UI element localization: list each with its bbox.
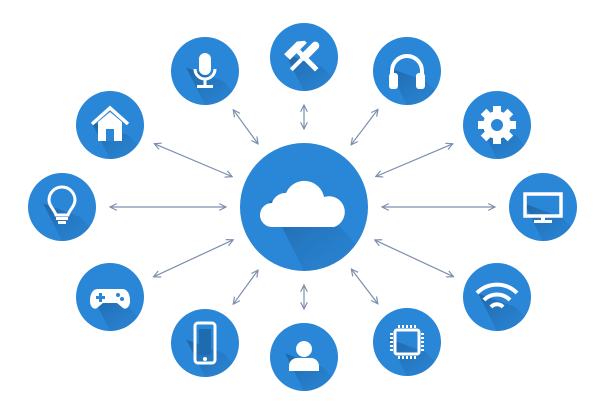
headphones-icon bbox=[389, 54, 425, 89]
microphone-node bbox=[171, 37, 239, 105]
monitor-node bbox=[509, 173, 577, 241]
wifi-node bbox=[463, 263, 531, 331]
gamepad-node bbox=[76, 263, 144, 331]
tools-icon bbox=[284, 40, 320, 72]
headphones-node bbox=[373, 37, 441, 105]
headphones-connector-arrow bbox=[351, 109, 378, 145]
gear-icon bbox=[478, 106, 516, 144]
gear-connector-arrow bbox=[376, 144, 453, 177]
chip-icon bbox=[390, 325, 424, 359]
chip-node bbox=[373, 308, 441, 376]
cloud-icon bbox=[260, 180, 345, 227]
house-node bbox=[76, 91, 144, 159]
smartphone-node bbox=[171, 309, 239, 377]
lightbulb-icon bbox=[47, 185, 77, 224]
wifi-icon bbox=[475, 282, 519, 309]
gear-node bbox=[463, 91, 531, 159]
tools-node bbox=[270, 23, 338, 91]
house-connector-arrow bbox=[154, 144, 232, 177]
gamepad-icon bbox=[90, 289, 130, 309]
smartphone-connector-arrow bbox=[233, 270, 258, 304]
gamepad-connector-arrow bbox=[154, 240, 234, 277]
microphone-icon bbox=[193, 53, 217, 88]
lightbulb-node bbox=[28, 173, 96, 241]
user-node bbox=[270, 323, 338, 391]
microphone-connector-arrow bbox=[233, 110, 258, 144]
monitor-icon bbox=[523, 192, 563, 223]
user-icon bbox=[289, 341, 319, 371]
cloud-hub bbox=[240, 143, 368, 271]
house-icon bbox=[90, 105, 130, 141]
smartphone-icon bbox=[193, 321, 217, 365]
chip-connector-arrow bbox=[351, 269, 378, 304]
wifi-connector-arrow bbox=[375, 240, 454, 277]
